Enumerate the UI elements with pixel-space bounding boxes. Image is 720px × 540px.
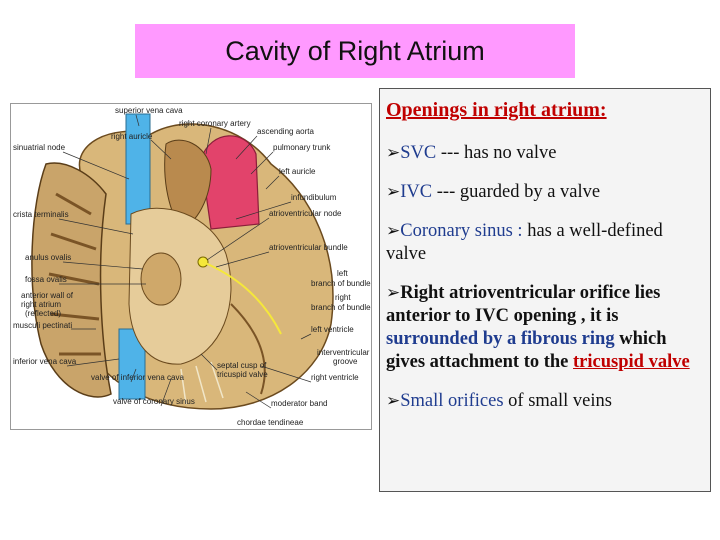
label-inferior-vena-cava: inferior vena cava [13,357,77,366]
label-interventricular-2: groove [333,357,358,366]
label-septal-cusp-2: tricuspid valve [217,370,268,379]
label-moderator-band: moderator band [271,399,327,408]
coronary-sinus-text: has a well-defined valve [386,221,663,264]
rav-text-2: which gives attachment to the [386,329,667,372]
label-fossa-ovalis: fossa ovalis [25,275,67,284]
label-left-auricle: left auricle [279,167,316,176]
coronary-sinus-label: Coronary sinus : [400,221,528,241]
label-anterior-wall-3: (reflected) [25,309,61,318]
small-orifices-text: of small veins [503,391,612,411]
label-left-branch-2: branch of bundle [311,279,371,288]
bullet-ivc: ➢IVC --- guarded by a valve [386,181,704,204]
rav-text-1: Right atrioventricular orifice lies ante… [386,283,661,326]
label-valve-ivc: valve of inferior vena cava [91,373,184,382]
label-left-branch: left [337,269,348,278]
bullet-small-orifices: ➢Small orifices of small veins [386,390,704,413]
label-sinuatrial-node: sinuatrial node [13,143,66,152]
ivc-label: IVC [400,182,433,202]
heart-illustration: superior vena cava right coronary artery… [13,106,371,427]
heart-diagram: superior vena cava right coronary artery… [10,103,372,430]
bullet-svc: ➢SVC --- has no valve [386,142,704,165]
label-pulmonary-trunk: pulmonary trunk [273,143,331,152]
label-right-branch: right [335,293,351,302]
arrow-bullet-icon: ➢ [386,143,401,163]
arrow-bullet-icon: ➢ [386,221,401,241]
label-anterior-wall-2: right atrium [21,300,61,309]
label-ascending-aorta: ascending aorta [257,127,314,136]
bullet-coronary-sinus: ➢Coronary sinus : has a well-defined val… [386,220,704,266]
bullet-right-av-orifice: ➢Right atrioventricular orifice lies ant… [386,282,704,374]
small-orifices-label: Small orifices [400,391,504,411]
label-atrioventricular-bundle: atrioventricular bundle [269,243,348,252]
arrow-bullet-icon: ➢ [386,283,401,303]
label-interventricular: interventricular [317,348,370,357]
label-superior-vena-cava: superior vena cava [115,106,183,115]
label-right-ventricle: right ventricle [311,373,359,382]
label-atrioventricular-node: atrioventricular node [269,209,342,218]
svc-text: --- has no valve [436,143,557,163]
ivc-text: --- guarded by a valve [432,182,601,202]
label-right-auricle: right auricle [111,132,153,141]
label-left-ventricle: left ventricle [311,325,354,334]
panel-heading: Openings in right atrium: [386,99,607,121]
label-valve-coronary-sinus: valve of coronary sinus [113,397,195,406]
slide-title: Cavity of Right Atrium [135,24,575,78]
label-infundibulum: infundibulum [291,193,337,202]
label-right-coronary-artery: right coronary artery [179,119,251,128]
label-crista-terminalis: crista terminalis [13,210,69,219]
rav-highlight: surrounded by a fibrous ring [386,329,615,349]
arrow-bullet-icon: ➢ [386,182,401,202]
label-chordae-tendineae: chordae tendineae [237,418,304,427]
openings-panel: Openings in right atrium: ➢SVC --- has n… [379,88,711,492]
label-anulus-ovalis: anulus ovalis [25,253,71,262]
label-musculi-pectinati: musculi pectinati [13,321,72,330]
tricuspid-valve-link[interactable]: tricuspid valve [573,352,690,372]
svc-label: SVC [400,143,437,163]
label-anterior-wall: anterior wall of [21,291,74,300]
label-right-branch-2: branch of bundle [311,303,371,312]
label-septal-cusp: septal cusp of [217,361,267,370]
arrow-bullet-icon: ➢ [386,391,401,411]
